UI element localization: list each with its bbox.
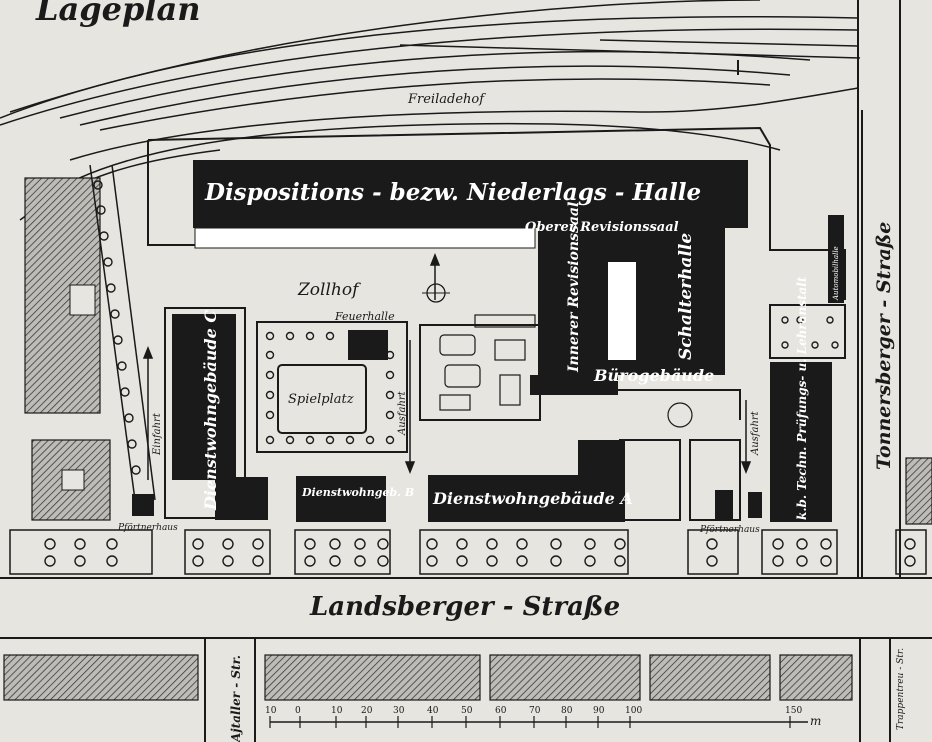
label-ausfahrt-right: Ausfahrt <box>750 410 761 456</box>
label-halle: Dispositions - bezw. Niederlags - Halle <box>204 179 701 206</box>
label-landsberger-strasse: Landsberger - Straße <box>309 592 620 622</box>
building-automobilhalle <box>828 215 844 303</box>
garden-features <box>439 314 693 428</box>
label-dienstwohngebaeude-a: Dienstwohngebäude A <box>432 489 633 508</box>
label-pruefungsanstalt: k.b. Techn. Prüfungs- u. Lehranstalt <box>795 276 809 520</box>
site-outline <box>147 126 846 521</box>
neighbour-block-right <box>905 457 932 525</box>
scale-tick-label: 80 <box>561 706 573 716</box>
scale-tick-label: 10 <box>265 706 277 716</box>
scale-tick-label: 100 <box>625 706 642 716</box>
building-dienstwohn-a <box>428 440 625 522</box>
label-trappentreu-strasse: Trappentreu - Str. <box>896 648 906 730</box>
scale-tick-label: 40 <box>427 706 439 716</box>
railway-tracks <box>0 0 861 221</box>
scale-tick-label: 0 <box>295 706 301 716</box>
label-tonnersberger-strasse: Tonnersberger - Straße <box>873 222 895 470</box>
scale-tick-label: 10 <box>331 706 343 716</box>
label-ajtaller-strasse: Ajtaller - Str. <box>229 655 243 742</box>
label-pfoertnerhaus-right: Pförtnerhaus <box>699 525 760 535</box>
scale-unit: m <box>810 714 821 728</box>
building-dienstwohn-b <box>296 476 386 522</box>
label-pfoertnerhaus-left: Pförtnerhaus <box>117 523 178 533</box>
scale-tick-label: 70 <box>529 706 541 716</box>
label-einfahrt: Einfahrt <box>152 412 163 456</box>
street-tree-row <box>9 529 927 575</box>
label-automobilhalle: Automobilhalle <box>832 246 840 301</box>
scale-tick-label: 20 <box>361 706 373 716</box>
building-pruefungsanstalt <box>770 362 832 522</box>
south-blocks <box>3 654 853 701</box>
label-freiladehof: Freiladehof <box>407 92 486 107</box>
building-feuerhalle <box>348 330 388 360</box>
label-ausfahrt-mid: Ausfahrt <box>397 390 408 436</box>
label-oberer-revisionssaal: Oberer Revisionssaal <box>525 220 679 235</box>
label-buerogebaeude: Bürogebäude <box>593 366 714 385</box>
scale-tick-label: 30 <box>393 706 405 716</box>
label-innerer-revisionssaal: Innerer Revisionssaal <box>566 202 582 373</box>
building-halle <box>193 160 748 395</box>
label-feuerhalle: Feuerhalle <box>334 310 395 323</box>
scale-tick-label: 50 <box>461 706 473 716</box>
scale-tick-label: 150 <box>785 706 802 716</box>
map-title: Lageplan <box>35 0 201 28</box>
label-spielplatz: Spielplatz <box>288 392 354 407</box>
label-schalterhalle: Schalterhalle <box>676 233 696 360</box>
scale-tick-label: 60 <box>495 706 507 716</box>
label-dienstwohngebaeude-b: Dienstwohngeb. B <box>301 486 414 499</box>
building-dienstwohn-c <box>172 314 268 520</box>
label-dienstwohngebaeude-c: Dienstwohngebäude C <box>201 310 220 511</box>
label-zollhof: Zollhof <box>297 280 361 300</box>
scale-tick-label: 90 <box>593 706 605 716</box>
